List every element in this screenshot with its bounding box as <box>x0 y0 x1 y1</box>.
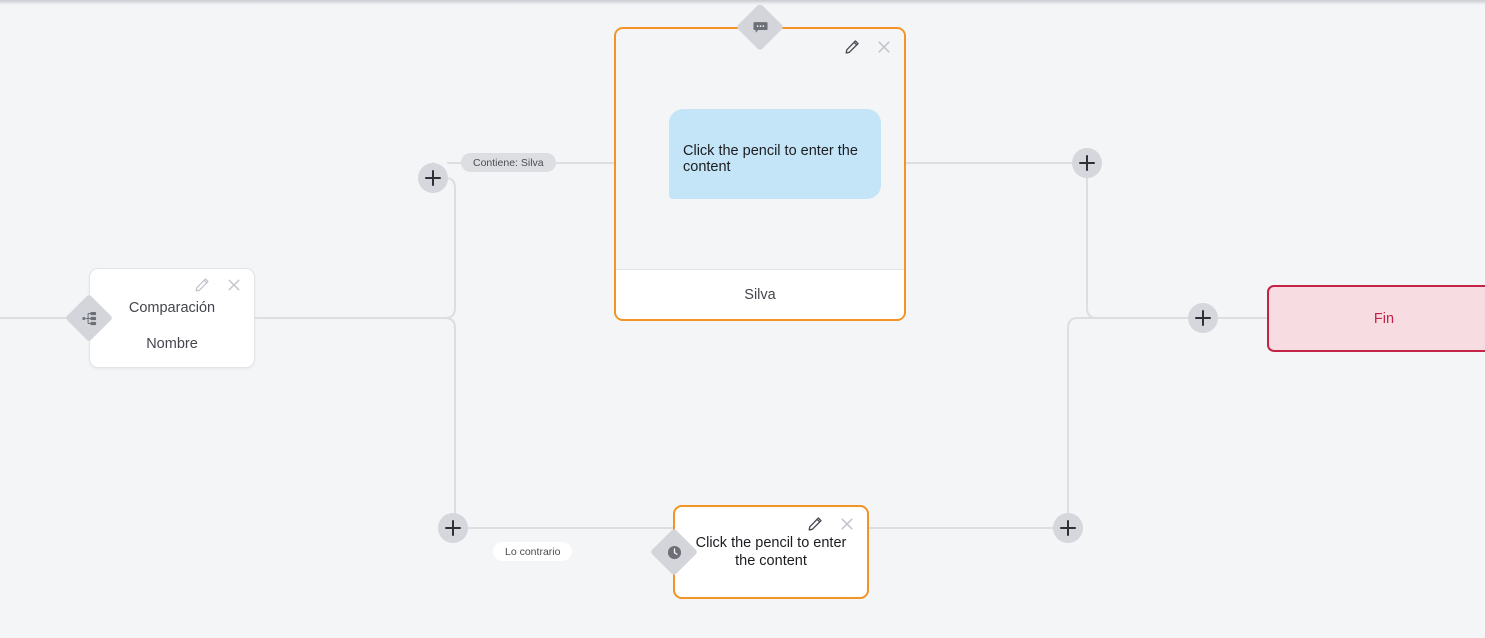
chat-bubble-icon-handle[interactable] <box>735 2 785 52</box>
edge-label-contiene[interactable]: Contiene: Silva <box>461 153 556 172</box>
comparison-node-title: Comparación <box>128 300 216 316</box>
edge-compare-to-bottom-branch <box>254 317 456 529</box>
message-node[interactable]: Click the pencil to enter the content Si… <box>614 2 906 321</box>
comparison-node-subtitle: Nombre <box>146 335 198 352</box>
pencil-icon[interactable] <box>844 39 860 55</box>
edge-right-bottom-to-end <box>1067 317 1189 514</box>
close-icon[interactable] <box>226 277 242 293</box>
message-node-actions[interactable] <box>844 39 892 55</box>
message-node-footer: Silva <box>616 269 904 319</box>
branch-icon <box>81 310 97 326</box>
edge-label-lo-contrario[interactable]: Lo contrario <box>493 542 573 561</box>
add-step-button-top-right[interactable] <box>1072 148 1102 178</box>
chat-bubble-icon <box>752 19 768 35</box>
clock-icon-handle[interactable] <box>649 527 699 577</box>
delay-node-actions[interactable] <box>807 516 855 532</box>
message-node-body: Click the pencil to enter the content <box>616 29 904 268</box>
branch-icon-handle[interactable] <box>64 293 114 343</box>
edge-compare-to-top-branch <box>254 177 456 319</box>
add-step-button-end[interactable] <box>1188 303 1218 333</box>
clock-icon <box>666 544 682 560</box>
delay-node-text: Click the pencil to enter the content <box>695 535 847 569</box>
close-icon[interactable] <box>839 516 855 532</box>
pencil-icon[interactable] <box>807 516 823 532</box>
close-icon[interactable] <box>876 39 892 55</box>
comparison-node-text: Comparación Nombre <box>90 301 254 351</box>
add-step-button-bottom-left[interactable] <box>438 513 468 543</box>
comparison-node-actions[interactable] <box>194 277 242 293</box>
message-bubble[interactable]: Click the pencil to enter the content <box>669 109 881 199</box>
end-node[interactable]: Fin <box>1267 285 1485 352</box>
top-edge-shadow <box>0 0 1485 5</box>
comparison-node[interactable]: Comparación Nombre <box>64 268 255 368</box>
add-step-button-bottom-right[interactable] <box>1053 513 1083 543</box>
delay-node[interactable]: Click the pencil to enter the content <box>649 505 869 599</box>
add-step-button-top-left[interactable] <box>418 163 448 193</box>
edge-right-top-to-end <box>1086 177 1189 319</box>
pencil-icon[interactable] <box>194 277 210 293</box>
